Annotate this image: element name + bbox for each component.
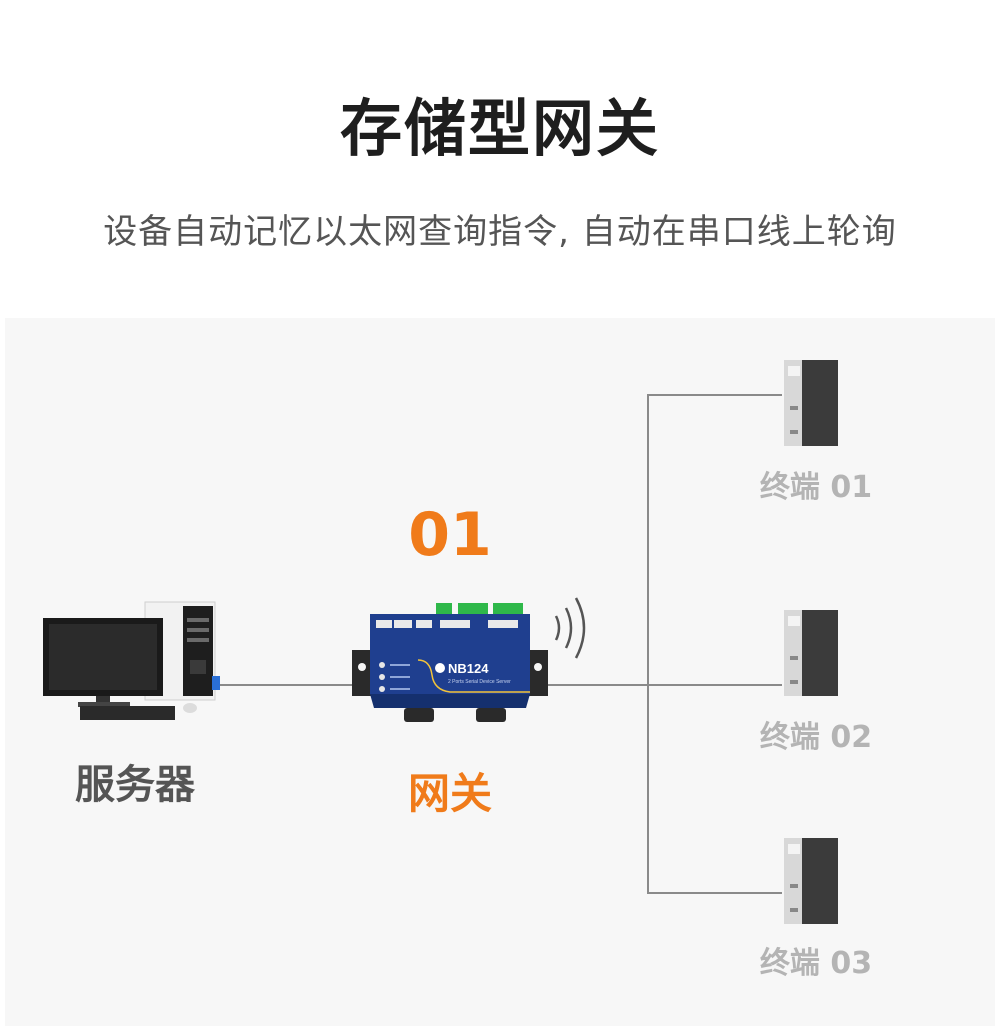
terminal-device-1 [784, 360, 838, 446]
gateway-logo-icon [435, 663, 445, 673]
terminal-label-2: 终端 02 [759, 720, 873, 755]
gateway-model-text: NB124 [448, 661, 489, 676]
terminal-bus-wire [647, 394, 782, 894]
step-number: 01 [408, 500, 492, 570]
wireless-signal-icon [554, 597, 586, 659]
server-label: 服务器 [75, 762, 195, 808]
page-subtitle: 设备自动记忆以太网查询指令, 自动在串口线上轮询 [103, 212, 897, 252]
terminal-label-3: 终端 03 [759, 946, 873, 981]
terminal-device-2 [784, 610, 838, 696]
gateway-device: NB124 2 Ports Serial Device Server [352, 603, 548, 722]
terminal-device-3 [784, 838, 838, 924]
server-icon [43, 601, 220, 720]
gateway-label: 网关 [407, 769, 492, 818]
connection-wires [220, 394, 782, 894]
page-title: 存储型网关 [339, 92, 660, 165]
terminal-label-1: 终端 01 [759, 470, 873, 505]
gateway-caption-text: 2 Ports Serial Device Server [448, 679, 511, 685]
